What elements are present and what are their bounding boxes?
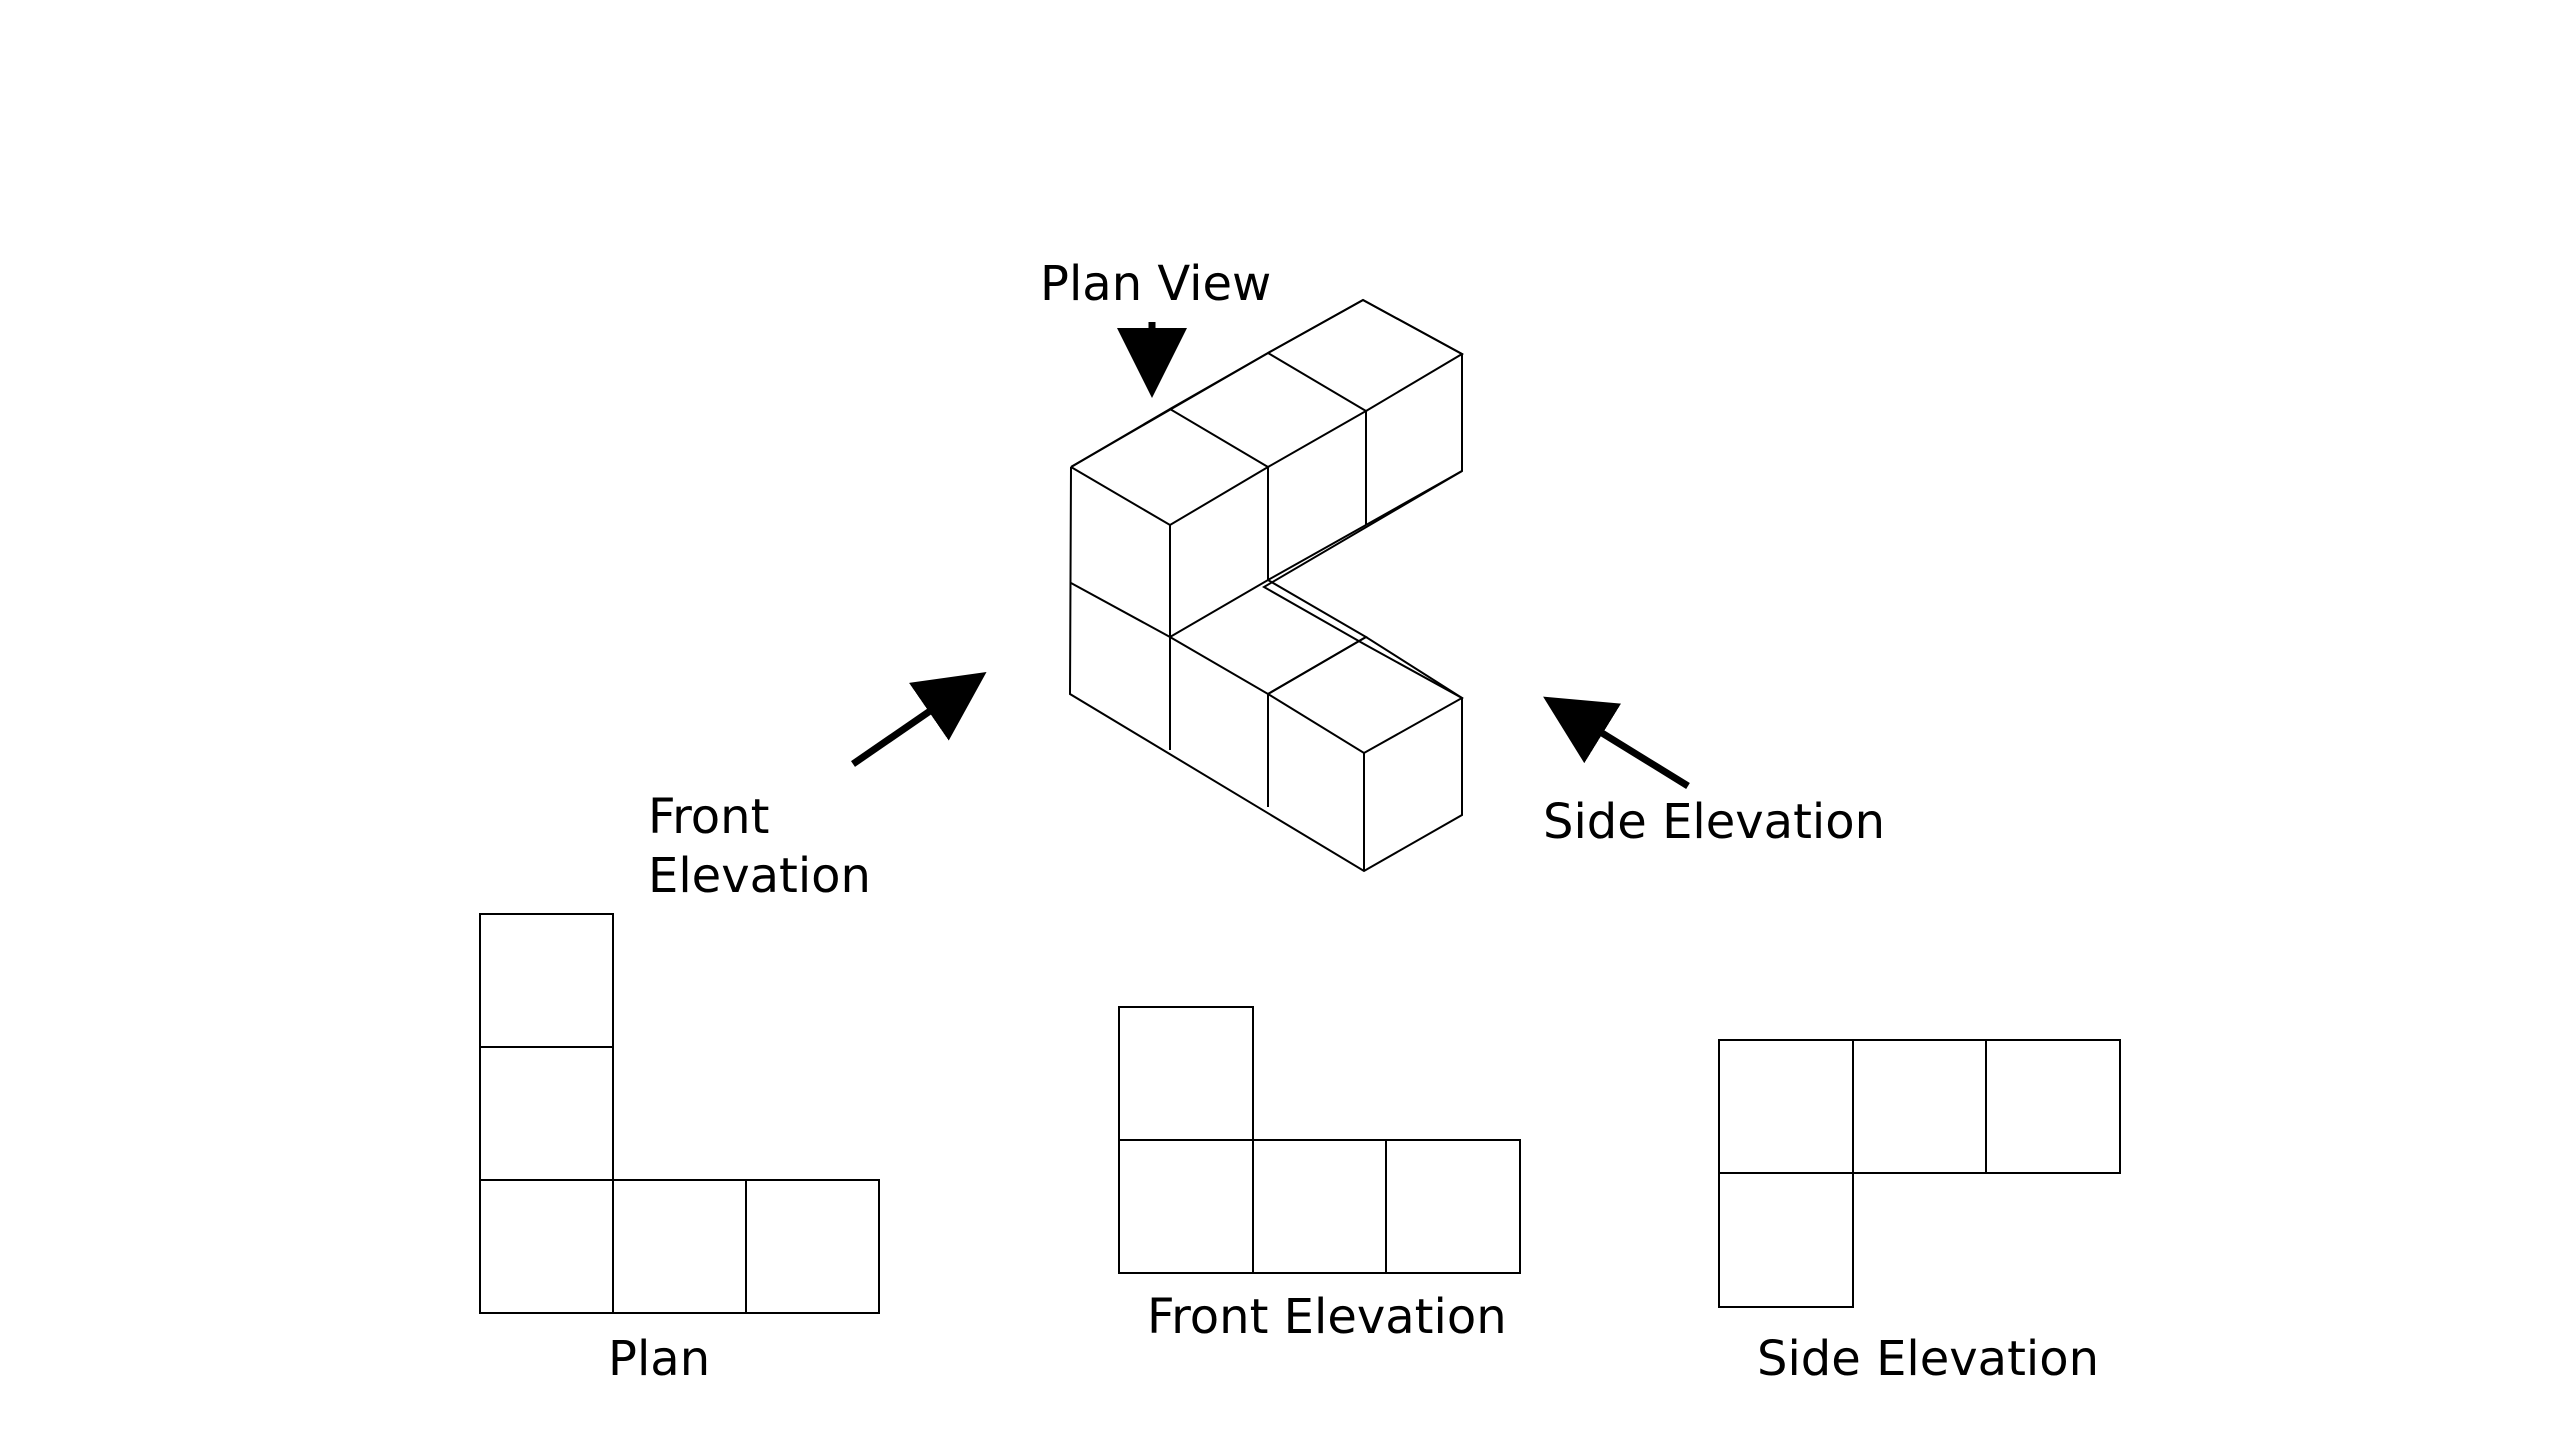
side-elevation-arrow xyxy=(1543,696,1690,789)
iso-lower-row-top-2 xyxy=(1267,635,1464,755)
front-elevation-square xyxy=(1118,1139,1254,1274)
side-elevation-arrow-label: Side Elevation xyxy=(1543,794,1886,850)
iso-outline xyxy=(1068,298,1463,873)
iso-edge xyxy=(1070,582,1171,638)
front-elevation-square xyxy=(1252,1139,1387,1274)
plan-square xyxy=(612,1179,747,1314)
side-elevation-square xyxy=(1985,1039,2121,1174)
front-elevation-square xyxy=(1385,1139,1521,1274)
iso-top-row-edges-2 xyxy=(1267,298,1465,412)
front-elevation-drawing xyxy=(1118,1006,1521,1274)
plan-square xyxy=(745,1179,880,1314)
plan-square xyxy=(479,913,614,1048)
side-elevation-drawing xyxy=(1718,1039,2121,1308)
plan-square xyxy=(479,1046,614,1181)
plan-view-label: Plan View xyxy=(1040,256,1272,312)
side-elevation-caption: Side Elevation xyxy=(1757,1331,2100,1387)
iso-lower-row-top xyxy=(1169,578,1368,696)
front-elevation-caption: Front Elevation xyxy=(1147,1289,1507,1345)
view-arrows xyxy=(851,322,1690,789)
plan-square xyxy=(479,1179,614,1314)
isometric-cube-model xyxy=(1068,298,1465,873)
iso-edge xyxy=(1267,524,1367,581)
side-elevation-square xyxy=(1852,1039,1987,1174)
side-elevation-square xyxy=(1718,1039,1854,1174)
plan-caption: Plan xyxy=(608,1331,711,1387)
front-elevation-arrow-label-line2: Elevation xyxy=(648,848,871,904)
iso-top-left-cube xyxy=(1070,407,1270,527)
plan-view-drawing xyxy=(479,913,880,1314)
iso-top-row-edges xyxy=(1169,351,1368,468)
front-elevation-square xyxy=(1118,1006,1254,1141)
front-elevation-arrow xyxy=(851,672,987,767)
iso-edge xyxy=(1365,470,1463,526)
side-elevation-square xyxy=(1718,1172,1854,1308)
front-elevation-arrow-label-line1: Front xyxy=(648,789,770,845)
